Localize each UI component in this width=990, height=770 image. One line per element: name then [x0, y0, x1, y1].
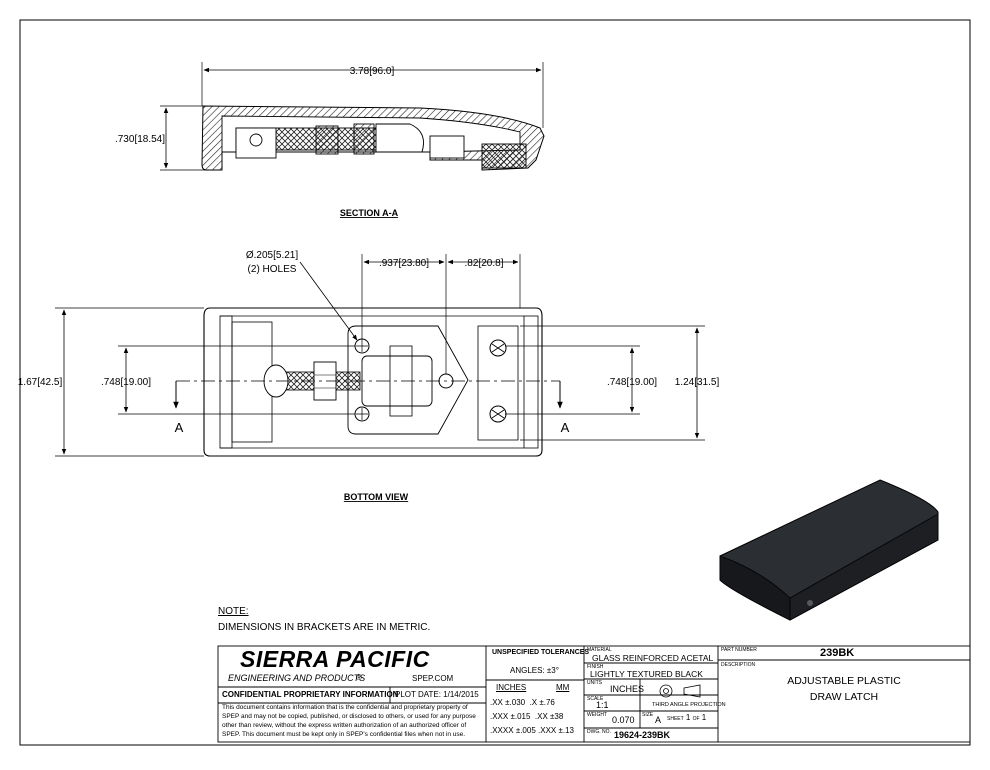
- section-view: 3.78[96.0] .730[18.54] SECTION A-A: [115, 62, 545, 218]
- dim-hole-y-left-text: .748[19.00]: [101, 377, 151, 388]
- dim-length-text: 3.78[96.0]: [350, 66, 395, 77]
- mount-hole: [354, 338, 370, 354]
- tol-row: .XXXX ±.005 .XXX ±.13: [490, 726, 574, 735]
- description-line1: ADJUSTABLE PLASTIC: [787, 675, 901, 687]
- dim-hole-x-text: .937[23.80]: [379, 258, 429, 269]
- part-number-label: PART NUMBER: [721, 647, 757, 653]
- section-marker-right: A: [561, 420, 570, 435]
- confidential-line: SPEP. This document must be kept only in…: [222, 731, 466, 738]
- finish-value: LIGHTLY TEXTURED BLACK: [590, 669, 703, 679]
- weight-value: 0.070: [612, 715, 635, 725]
- tolerances-angles: ANGLES: ±3°: [510, 666, 559, 675]
- dim-inner-width-text: 1.24[31.5]: [675, 377, 720, 388]
- screw-head: [489, 339, 507, 357]
- tolerances-inches-header: INCHES: [496, 683, 527, 692]
- sheet-border: [19, 19, 971, 746]
- dwg-number: 19624-239BK: [614, 730, 671, 740]
- units-label: UNITS: [587, 680, 602, 686]
- projection-label: THIRD ANGLE PROJECTION: [652, 702, 726, 708]
- mount-hole: [354, 406, 370, 422]
- third-angle-projection-icon: [659, 684, 701, 698]
- confidential-line: other than review, without the express w…: [222, 722, 467, 729]
- confidential-line: SPEP and may not be copied, published, o…: [222, 713, 476, 720]
- isometric-view: [719, 479, 939, 621]
- tol-row: .XX ±.030 .X ±.76: [490, 698, 555, 707]
- tolerances-mm-header: MM: [556, 683, 570, 692]
- material-label: MATERIAL: [587, 647, 612, 653]
- scale-label: SCALE: [587, 696, 604, 702]
- company-name: SIERRA PACIFIC: [240, 646, 430, 672]
- scale-value: 1:1: [596, 700, 609, 710]
- section-marker-left: A: [175, 420, 184, 435]
- dim-tip-text: .82[20.8]: [465, 258, 504, 269]
- company-subtitle: ENGINEERING AND PRODUCTS: [228, 673, 366, 683]
- screw-head: [489, 405, 507, 423]
- title-block: [217, 645, 971, 743]
- projection-symbol: [656, 682, 708, 702]
- dim-height-text: .730[18.54]: [115, 134, 165, 145]
- units-value: INCHES: [610, 684, 645, 694]
- tolerances-title: UNSPECIFIED TOLERANCES: [492, 649, 590, 656]
- sheet-info: SHEET 1 OF 1: [667, 713, 707, 722]
- tol-row: .XXX ±.015 .XX ±38: [490, 712, 564, 721]
- confidential-line: This document contains information that …: [222, 704, 468, 711]
- dim-width-text: 1.67[42.5]: [18, 377, 63, 388]
- hole-callout-text: Ø.205[5.21]: [246, 250, 299, 261]
- hole-count-text: (2) HOLES: [248, 264, 297, 275]
- size-label: SIZE: [642, 712, 654, 718]
- weight-label: WEIGHT: [587, 712, 607, 718]
- company-website: SPEP.COM: [412, 674, 454, 683]
- confidential-title: CONFIDENTIAL PROPRIETARY INFORMATION: [222, 690, 399, 699]
- dim-hole-y-right-text: .748[19.00]: [607, 377, 657, 388]
- finish-label: FINISH: [587, 664, 604, 670]
- note-heading: NOTE:: [218, 606, 249, 617]
- description-label: DESCRIPTION: [721, 662, 756, 668]
- part-number: 239BK: [820, 647, 855, 659]
- bottom-view-label: BOTTOM VIEW: [344, 492, 409, 502]
- dwg-label: DWG. NO.: [587, 729, 611, 735]
- size-value: A: [655, 715, 662, 725]
- description-line2: DRAW LATCH: [809, 691, 879, 703]
- material-value: GLASS REINFORCED ACETAL: [592, 653, 714, 663]
- section-label: SECTION A-A: [340, 208, 399, 218]
- note-text: DIMENSIONS IN BRACKETS ARE IN METRIC.: [218, 622, 430, 633]
- registered-mark: ®: [356, 673, 362, 682]
- plot-date: PLOT DATE: 1/14/2015: [395, 690, 479, 699]
- bottom-view: A A 1.67[42.5] .748[19.00] .748[19.00] 1…: [18, 250, 720, 502]
